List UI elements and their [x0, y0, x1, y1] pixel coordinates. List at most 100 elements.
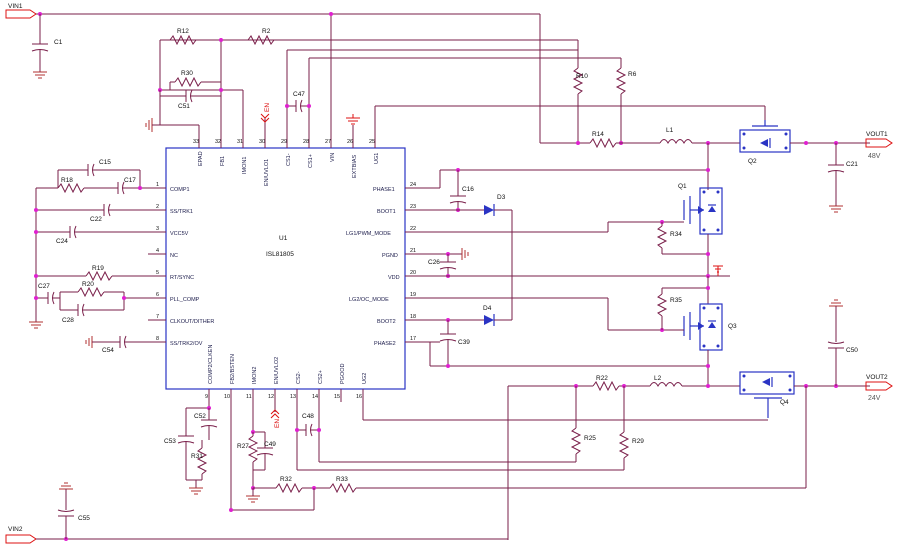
r22-resistor: R22: [592, 375, 620, 392]
c24-label: C24: [56, 238, 68, 245]
pin-12-name: EN/UVLO2: [274, 357, 280, 384]
r27-label: R27: [237, 443, 249, 450]
q2-mosfet: Q2: [739, 120, 791, 165]
r12-label: R12: [177, 28, 189, 35]
pin-21-num: 21: [410, 248, 416, 254]
pin-33-name: EPAD: [198, 151, 204, 166]
r2-resistor: R2: [247, 28, 275, 46]
pin-28-num: 28: [303, 139, 309, 145]
c47-label: C47: [293, 91, 305, 98]
r29-label: R29: [632, 438, 644, 445]
pin-19-name: LG2/OC_MODE: [349, 297, 389, 303]
q3-mosfet: Q3: [683, 303, 737, 351]
pin-15-num: 15: [334, 394, 340, 400]
c48-capacitor: C48: [297, 413, 319, 437]
q3-label: Q3: [728, 323, 737, 330]
pin-3-name: VCC5V: [170, 231, 189, 237]
c51-label: C51: [178, 103, 190, 110]
vin1-label: VIN1: [8, 3, 23, 10]
r32-label: R32: [280, 476, 292, 483]
r30-resistor: R30: [169, 70, 221, 90]
c50-capacitor: C50: [827, 299, 858, 386]
pin-13-name: CS2-: [296, 371, 302, 384]
ic-top-pins: 33 32 31 30 29 28 27 26 25 EPAD FB1 IMON…: [193, 14, 380, 186]
c53-label: C53: [164, 438, 176, 445]
imon2-ground: [246, 488, 260, 503]
ic-part-number: ISL81805: [266, 251, 294, 258]
c22-label: C22: [90, 216, 102, 223]
c53-capacitor: C53: [164, 408, 195, 480]
pin-27-name: VIN: [330, 153, 336, 162]
c1-label: C1: [54, 39, 63, 46]
c17-capacitor: C17: [117, 177, 148, 195]
l2-label: L2: [654, 375, 662, 382]
c52-label: C52: [194, 413, 206, 420]
r29-resistor: R29: [297, 386, 644, 471]
pin-32-num: 32: [215, 139, 221, 145]
r25-resistor: R25: [319, 386, 596, 463]
pin-20-num: 20: [410, 270, 416, 276]
vin1-port: VIN1: [5, 3, 37, 19]
r20-resistor: R20: [77, 281, 124, 298]
r6-resistor: R6: [615, 58, 637, 143]
pin-27-num: 27: [325, 139, 331, 145]
c15-capacitor: C15: [57, 159, 141, 188]
l2-inductor: L2: [649, 375, 683, 388]
en2-text: EN: [274, 419, 281, 428]
c26-label: C26: [428, 259, 440, 266]
r19-label: R19: [92, 265, 104, 272]
c48-label: C48: [302, 413, 314, 420]
comp2-ground: [189, 487, 203, 495]
pin-2-num: 2: [156, 204, 159, 210]
c21-label: C21: [846, 161, 858, 168]
pin-15-name: PGOOD: [340, 363, 346, 384]
c39-capacitor: C39: [439, 320, 470, 366]
pin-14-name: CS2+: [318, 370, 324, 384]
l1-inductor: L1: [659, 127, 693, 145]
c24-capacitor: C24: [56, 225, 148, 245]
pin-9-name: COMP2/CLKEN: [208, 345, 214, 384]
pgnd-ground: [461, 248, 469, 260]
c49-label: C49: [264, 441, 276, 448]
pin-2-name: SS/TRK1: [170, 209, 193, 215]
extbias-ground: [346, 114, 360, 125]
pin-17-name: PHASE2: [374, 341, 396, 347]
pin-20-name: VDD: [388, 275, 400, 281]
r31-label: R31: [191, 453, 203, 460]
q4-mosfet: Q4: [739, 371, 795, 418]
pin-25-num: 25: [369, 139, 375, 145]
pin-11-num: 11: [246, 394, 252, 400]
pin-5-name: RT/SYNC: [170, 275, 194, 281]
c55-label: C55: [78, 515, 90, 522]
pin-29-name: CS1-: [286, 153, 292, 166]
pin-23-name: BOOT1: [377, 209, 396, 215]
r14-label: R14: [592, 131, 604, 138]
pin-4-num: 4: [156, 248, 159, 254]
r18-resistor: R18: [57, 177, 85, 194]
pin-22-num: 22: [410, 226, 416, 232]
r2-label: R2: [262, 28, 271, 35]
pin-3-num: 3: [156, 226, 159, 232]
pin-25-name: UG1: [374, 153, 380, 164]
r20-label: R20: [82, 281, 94, 288]
en1-net-label: EN: [260, 103, 271, 123]
pin-6-name: PLL_COMP: [170, 297, 200, 303]
r34-resistor: R34: [656, 222, 708, 255]
pin-8-num: 8: [156, 336, 159, 342]
pin-23-num: 23: [410, 204, 416, 210]
c16-label: C16: [462, 186, 474, 193]
c27-capacitor: C27: [36, 283, 60, 305]
c52-capacitor: C52: [194, 408, 218, 440]
pin-19-num: 19: [410, 292, 416, 298]
comp-ground: [29, 321, 43, 329]
c50-label: C50: [846, 347, 858, 354]
q1-mosfet: Q1: [678, 183, 723, 235]
vout2-port: VOUT2 24V: [865, 374, 893, 402]
vout1-port: VOUT1 48V: [865, 131, 893, 160]
r18-label: R18: [61, 177, 73, 184]
c28-capacitor: C28: [62, 303, 124, 324]
pin-7-num: 7: [156, 314, 159, 320]
r10-label: R10: [576, 73, 588, 80]
pin-21-name: PGND: [382, 253, 398, 259]
